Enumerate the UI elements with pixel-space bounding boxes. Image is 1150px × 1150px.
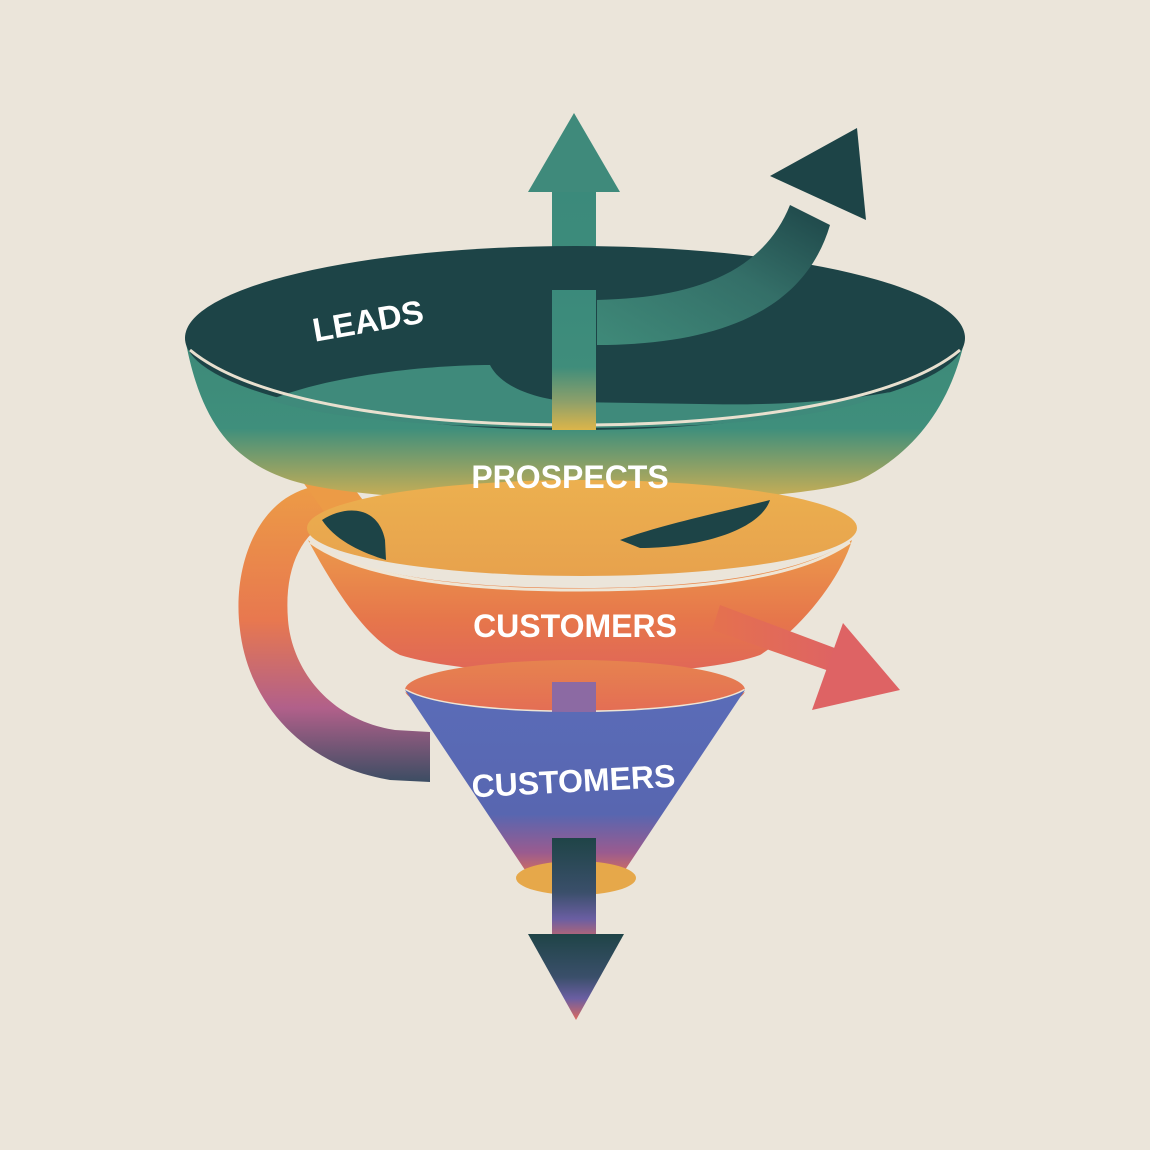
bottom-funnel-tier: [404, 660, 746, 895]
middle-funnel-tier: [307, 480, 857, 674]
arrow-up-shaft-inner: [552, 290, 596, 430]
stage-label-prospects: PROSPECTS: [471, 459, 668, 495]
arrow-down-icon: [528, 838, 624, 1020]
arrow-right-down-icon: [712, 605, 900, 710]
stage-label-customers-1: CUSTOMERS: [473, 608, 677, 644]
arrow-curved-up-right-icon: [597, 128, 866, 345]
